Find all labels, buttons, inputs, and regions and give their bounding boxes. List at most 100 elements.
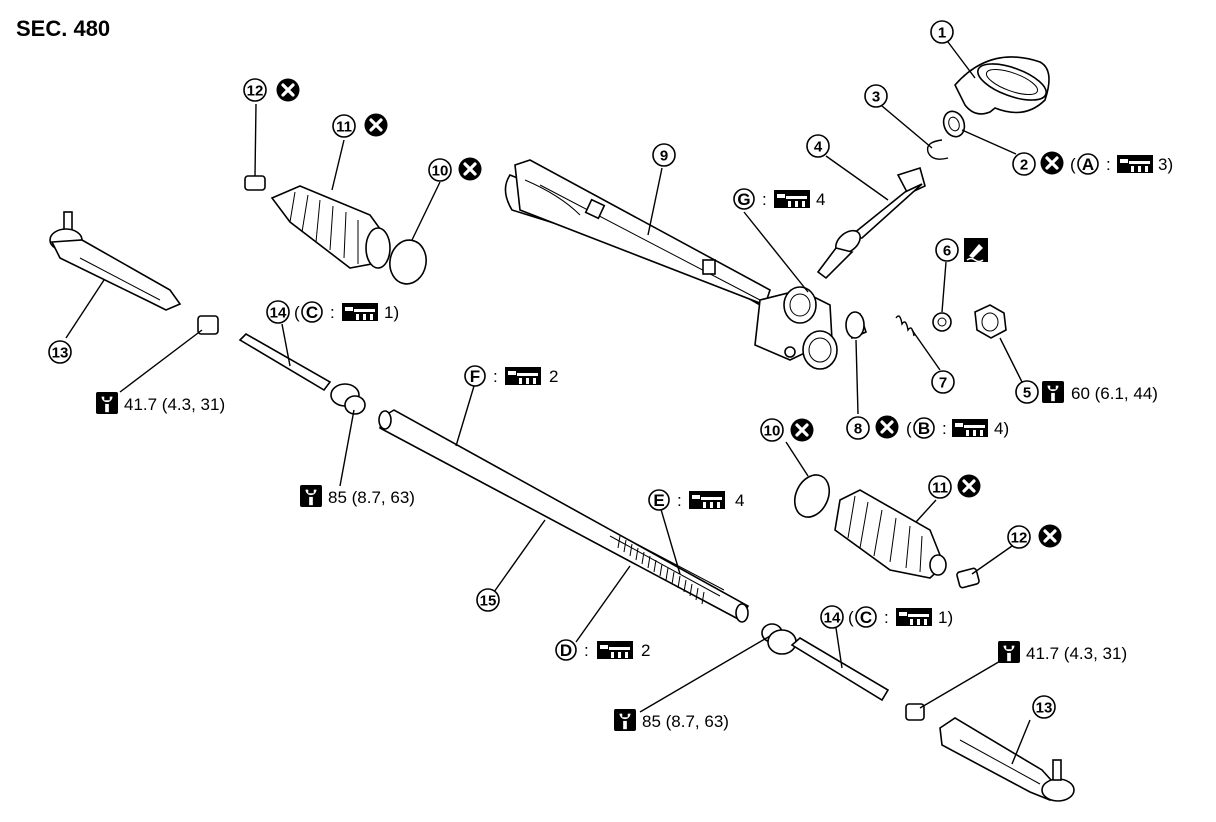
svg-text:3): 3) — [1158, 155, 1173, 174]
retainer-part — [845, 311, 867, 340]
o-ring-part — [942, 110, 966, 138]
callout-11-right: 11 — [928, 475, 952, 499]
leader-lines — [65, 41, 1031, 765]
discard-icon — [1038, 524, 1062, 548]
grease-gun-icon — [952, 419, 988, 437]
annotation-F: F : 2 — [464, 365, 558, 387]
grease-gun-icon — [774, 190, 810, 208]
boot-right-part — [834, 489, 947, 579]
callout-15: 15 — [476, 588, 500, 612]
callout-13-left: 13 — [48, 340, 72, 364]
callout-numbers: 1 2 3 4 5 6 7 8 9 10 10 11 11 12 12 13 1… — [48, 20, 1056, 719]
gear-housing-part — [504, 159, 838, 370]
grease-gun-icon — [689, 491, 725, 509]
svg-text:85 (8.7, 63): 85 (8.7, 63) — [642, 712, 729, 731]
adjusting-screw-part — [932, 312, 952, 332]
svg-text:B: B — [918, 419, 930, 438]
svg-text:41.7 (4.3, 31): 41.7 (4.3, 31) — [124, 395, 225, 414]
svg-text::: : — [493, 367, 498, 386]
section-title: SEC. 480 — [16, 16, 110, 41]
tie-rod-nut-left-part — [197, 315, 219, 335]
callout-3: 3 — [864, 84, 888, 108]
annotation-D: D : 2 — [555, 639, 650, 661]
svg-text:8: 8 — [854, 421, 862, 438]
svg-text::: : — [1106, 155, 1111, 174]
svg-text:2: 2 — [641, 641, 650, 660]
svg-text:C: C — [860, 608, 872, 627]
torque-inner-left: 85 (8.7, 63) — [300, 485, 415, 507]
svg-text:13: 13 — [1036, 700, 1053, 717]
boot-clamp-left-part — [244, 175, 266, 191]
svg-text:4: 4 — [814, 139, 823, 156]
boot-left-part — [270, 185, 391, 269]
callout-10-left: 10 — [428, 158, 452, 182]
svg-text:(: ( — [294, 303, 300, 322]
svg-text:11: 11 — [336, 119, 352, 136]
svg-text:1): 1) — [384, 303, 399, 322]
callout-7: 7 — [931, 370, 955, 394]
boot-band-right-part — [793, 474, 831, 518]
svg-text:6: 6 — [943, 243, 951, 260]
svg-text:F: F — [470, 367, 480, 386]
callout-12-right: 12 — [1007, 525, 1031, 549]
callout-5: 5 — [1015, 380, 1039, 404]
callout-2: 2 — [1012, 152, 1036, 176]
svg-text::: : — [330, 303, 335, 322]
svg-text:85 (8.7, 63): 85 (8.7, 63) — [328, 488, 415, 507]
svg-text:5: 5 — [1023, 385, 1031, 402]
wrench-torque-icon — [1042, 381, 1064, 403]
grease-gun-icon — [896, 608, 932, 626]
svg-text::: : — [677, 491, 682, 510]
column-hole-cover-part — [954, 56, 1050, 115]
annotation-E: E : 4 — [648, 489, 744, 511]
torque-right-nut: 41.7 (4.3, 31) — [998, 641, 1127, 663]
discard-icon — [276, 78, 300, 102]
svg-text:4): 4) — [994, 419, 1009, 438]
grease-gun-icon — [1117, 155, 1153, 173]
callout-1: 1 — [930, 20, 954, 44]
outer-socket-right-part — [939, 717, 1075, 802]
pinion-shaft-part — [816, 166, 926, 280]
callout-11-left: 11 — [332, 114, 356, 138]
svg-text::: : — [884, 608, 889, 627]
callout-14-right: 14 — [820, 605, 844, 629]
svg-text:10: 10 — [432, 163, 449, 180]
svg-text:E: E — [653, 491, 664, 510]
svg-text:60 (6.1, 44): 60 (6.1, 44) — [1071, 384, 1158, 403]
torque-locknut: 60 (6.1, 44) — [1042, 381, 1158, 403]
outer-socket-left-part — [49, 211, 182, 311]
svg-text:12: 12 — [247, 83, 264, 100]
svg-text::: : — [584, 641, 589, 660]
svg-text:(: ( — [906, 419, 912, 438]
callout-14-left: 14 — [266, 300, 290, 324]
discard-icon — [790, 418, 814, 442]
boot-band-left-part — [389, 239, 427, 285]
spring-part — [895, 315, 915, 337]
rack-part — [378, 409, 750, 623]
discard-icon — [1040, 151, 1064, 175]
wrench-torque-icon — [998, 641, 1020, 663]
svg-text:11: 11 — [932, 480, 948, 497]
torque-inner-right: 85 (8.7, 63) — [614, 709, 729, 731]
torque-left-nut: 41.7 (4.3, 31) — [96, 392, 225, 414]
tie-rod-nut-right-part — [905, 703, 925, 721]
svg-text:10: 10 — [764, 423, 781, 440]
svg-text:(: ( — [1070, 155, 1076, 174]
svg-text:A: A — [1082, 155, 1094, 174]
svg-text:1): 1) — [938, 608, 953, 627]
svg-text:13: 13 — [52, 345, 69, 362]
svg-text:(: ( — [848, 608, 854, 627]
svg-text::: : — [762, 190, 767, 209]
sealant-icon — [964, 238, 988, 262]
svg-text:9: 9 — [660, 148, 668, 165]
annotation-C-right: ( C : 1) — [848, 606, 953, 628]
callout-12-left: 12 — [243, 78, 267, 102]
annotation-B: ( B : 4) — [906, 417, 1009, 439]
svg-text::: : — [942, 419, 947, 438]
svg-text:1: 1 — [938, 25, 946, 42]
callout-13-right: 13 — [1032, 695, 1056, 719]
svg-text:2: 2 — [549, 367, 558, 386]
wrench-torque-icon — [96, 392, 118, 414]
inner-socket-left-part — [238, 333, 366, 415]
